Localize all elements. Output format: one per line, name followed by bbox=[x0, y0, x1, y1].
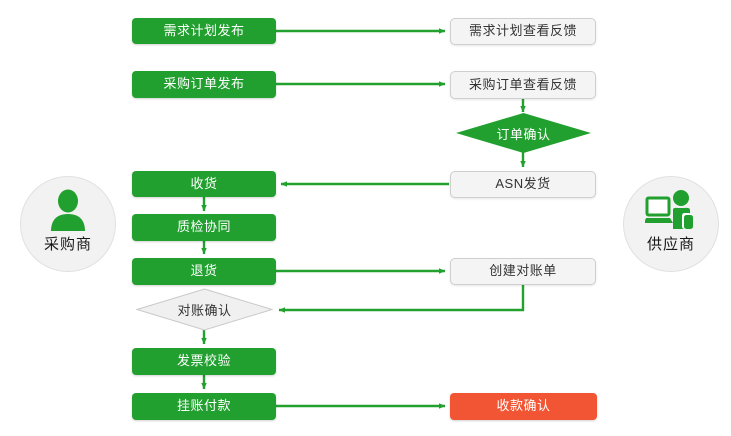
node-return-goods[interactable]: 退货 bbox=[132, 258, 276, 285]
node-quality-collaboration[interactable]: 质检协同 bbox=[132, 214, 276, 241]
node-po-feedback[interactable]: 采购订单查看反馈 bbox=[450, 71, 596, 99]
node-order-confirm[interactable]: 订单确认 bbox=[456, 113, 591, 153]
node-demand-plan-feedback[interactable]: 需求计划查看反馈 bbox=[450, 18, 596, 45]
diamond-shape-green bbox=[456, 113, 591, 153]
node-asn-shipment[interactable]: ASN发货 bbox=[450, 171, 596, 198]
actor-buyer[interactable]: 采购商 bbox=[20, 176, 116, 272]
person-at-computer-icon bbox=[645, 189, 697, 231]
actor-supplier[interactable]: 供应商 bbox=[623, 176, 719, 272]
node-accrued-payment[interactable]: 挂账付款 bbox=[132, 393, 276, 420]
node-statement-confirm[interactable]: 对账确认 bbox=[136, 288, 273, 331]
person-icon bbox=[48, 189, 88, 231]
node-invoice-verification[interactable]: 发票校验 bbox=[132, 348, 276, 375]
actor-buyer-label: 采购商 bbox=[43, 236, 92, 253]
node-receipt-confirm[interactable]: 收款确认 bbox=[450, 393, 597, 420]
node-demand-plan-publish[interactable]: 需求计划发布 bbox=[132, 18, 276, 44]
node-po-publish[interactable]: 采购订单发布 bbox=[132, 71, 276, 98]
node-statement-confirm-label: 对账确认 bbox=[177, 303, 232, 318]
node-goods-receipt[interactable]: 收货 bbox=[132, 171, 276, 197]
node-order-confirm-label: 订单确认 bbox=[496, 126, 551, 142]
node-create-statement[interactable]: 创建对账单 bbox=[450, 258, 596, 285]
actor-supplier-label: 供应商 bbox=[646, 236, 695, 253]
edge-statement-to-confirm bbox=[278, 285, 525, 313]
